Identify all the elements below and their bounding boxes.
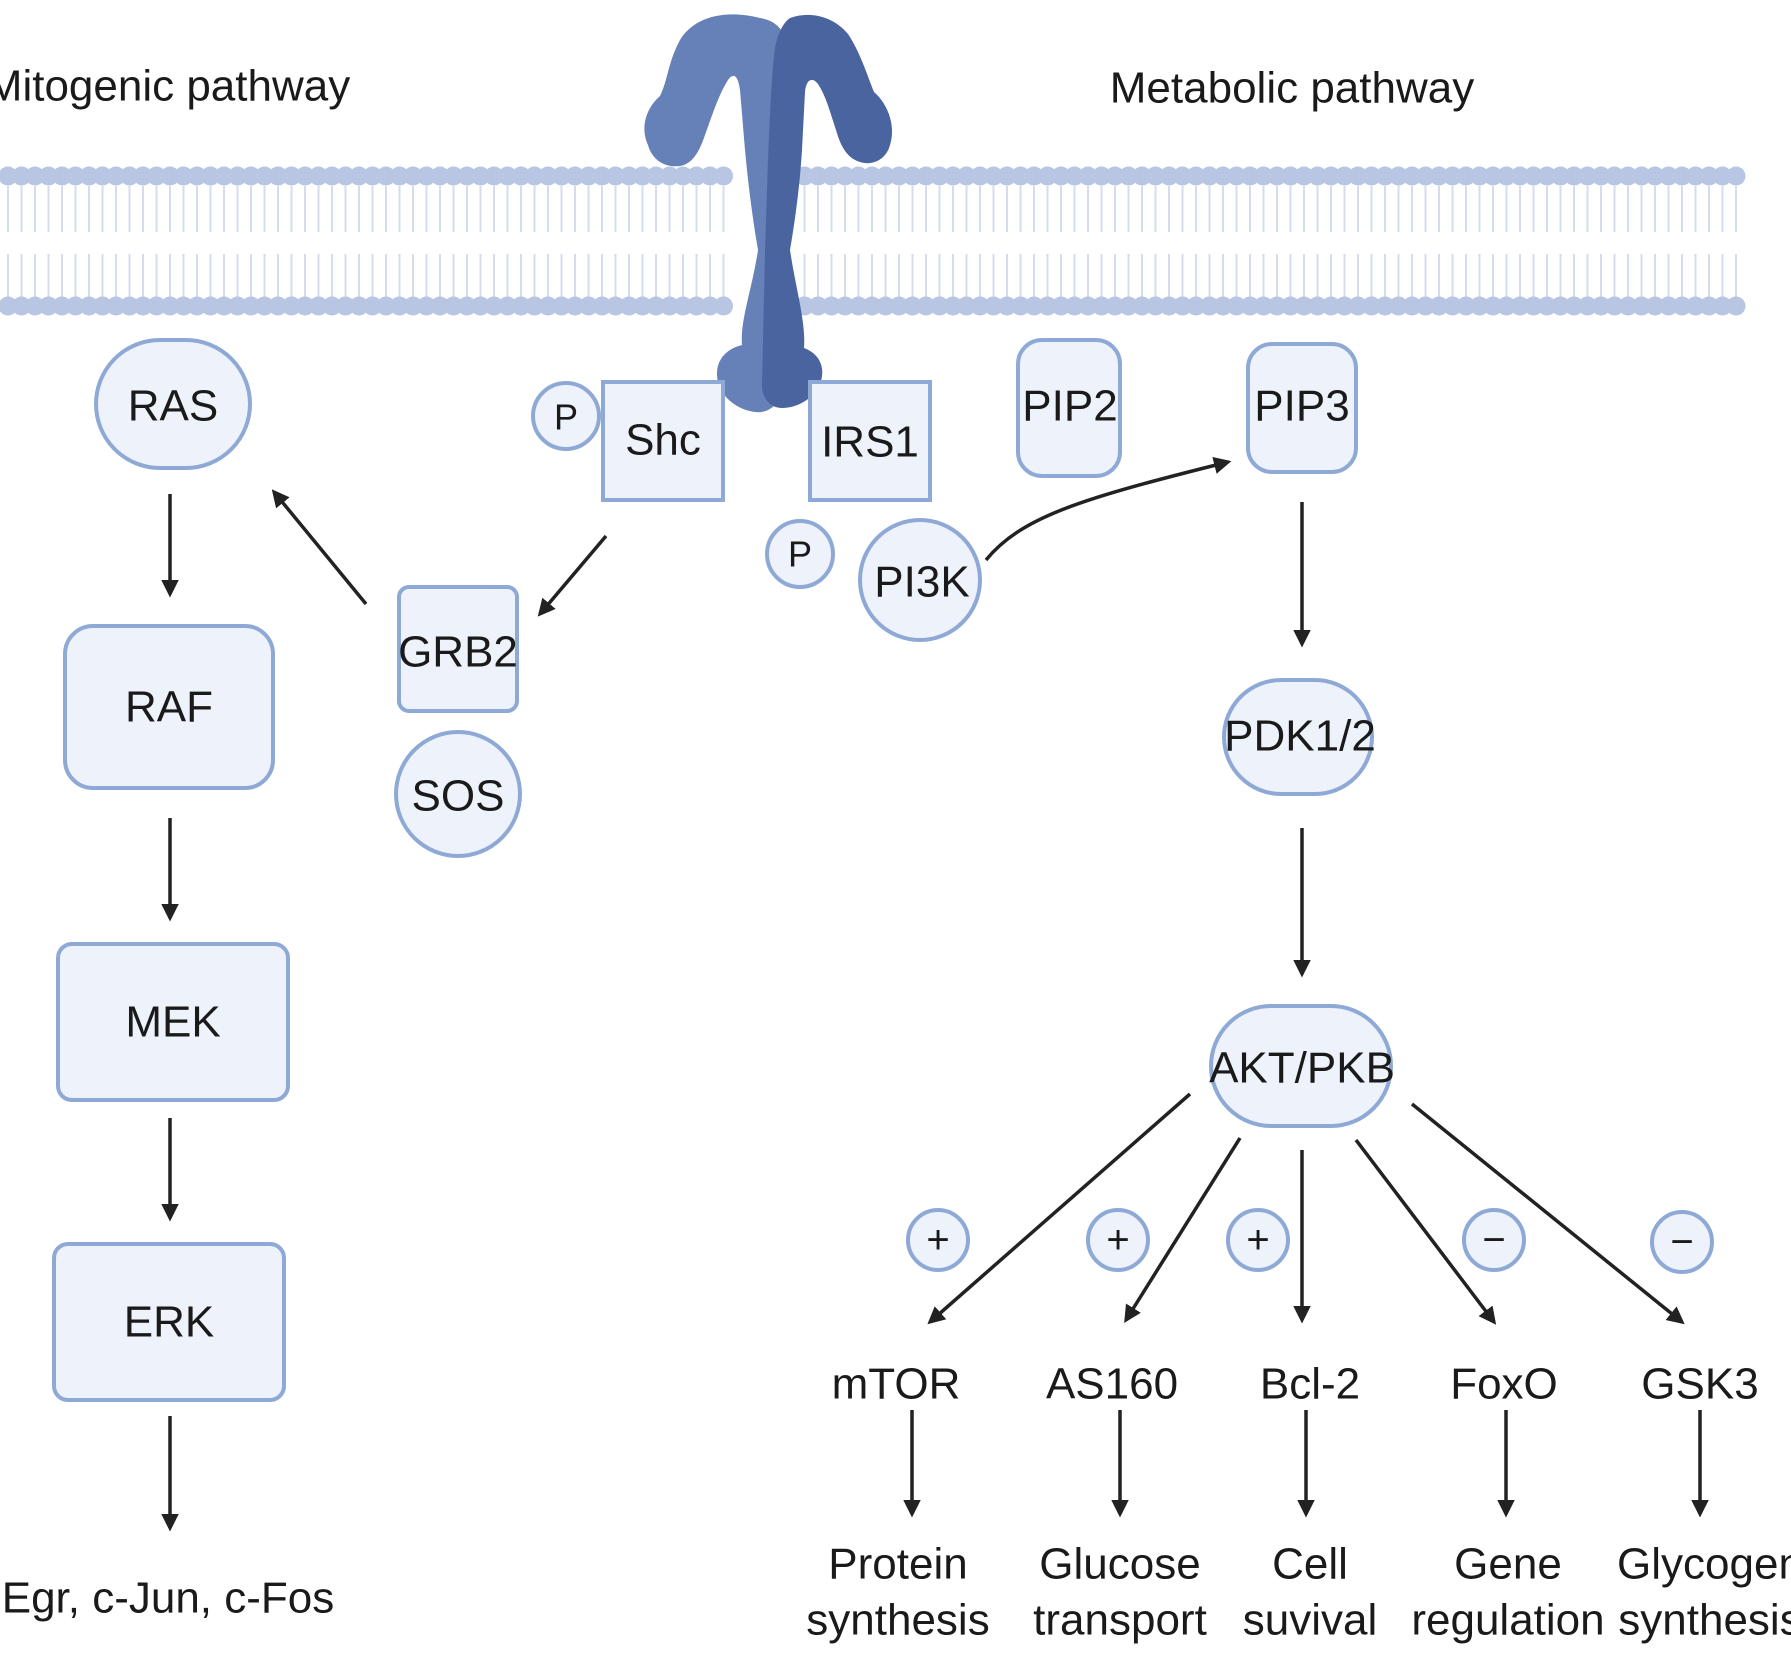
akt-label: AKT/PKB	[1209, 1044, 1395, 1093]
gsk3-effect-badge	[1650, 1210, 1714, 1274]
mtor-effect-sign: +	[926, 1218, 949, 1262]
arrow-shc-grb2	[537, 534, 608, 617]
arrow-akt-foxo	[1354, 1138, 1497, 1325]
mitogenic-output-label: Egr, c-Jun, c-Fos	[2, 1574, 335, 1623]
irs1-phosphate-label: P	[788, 534, 812, 575]
pi3k-label: PI3K	[874, 558, 969, 607]
pip3-label: PIP3	[1254, 382, 1349, 431]
shc-phosphate-label: P	[554, 397, 578, 438]
bcl-2-label: Bcl-2	[1260, 1360, 1360, 1409]
as160-outcome-line-2: transport	[1033, 1596, 1207, 1645]
mek-label: MEK	[125, 998, 220, 1047]
as160-effect-badge	[1086, 1208, 1150, 1272]
gsk3-label: GSK3	[1641, 1360, 1758, 1409]
as160-label: AS160	[1046, 1360, 1178, 1409]
bcl-2-outcome-line-2: suvival	[1243, 1596, 1378, 1645]
arrow-akt-mtor	[927, 1092, 1192, 1325]
gsk3-outcome-line-2: synthesis	[1618, 1596, 1791, 1645]
shc-node	[601, 380, 725, 502]
mtor-outcome-line-2: synthesis	[806, 1596, 989, 1645]
ras-node	[94, 338, 252, 470]
ras-label: RAS	[128, 382, 218, 431]
mek-node	[56, 942, 290, 1102]
arrow-akt-as160	[1124, 1137, 1242, 1323]
pi3k-node	[858, 518, 982, 642]
grb2-label: GRB2	[398, 628, 518, 677]
bcl-2-outcome-line-1: Cell	[1272, 1540, 1348, 1589]
pdk-label: PDK1/2	[1224, 712, 1376, 761]
lipid-tails	[7, 186, 1737, 300]
akt-node	[1209, 1004, 1393, 1128]
irs1-phosphate	[765, 519, 835, 589]
raf-label: RAF	[125, 683, 213, 732]
arrow-akt-gsk3	[1410, 1102, 1685, 1325]
sos-node	[394, 730, 522, 858]
erk-node	[52, 1242, 286, 1402]
irs1-label: IRS1	[821, 418, 919, 467]
pdk-node	[1222, 678, 1374, 796]
grb2-node	[397, 585, 519, 713]
bcl-2-effect-sign: +	[1246, 1218, 1269, 1262]
signaling-arrows	[161, 456, 1709, 1532]
cell-membrane	[0, 166, 1746, 318]
foxo-effect-badge	[1462, 1208, 1526, 1272]
mtor-effect-badge	[906, 1208, 970, 1272]
mtor-outcome-line-1: Protein	[828, 1540, 967, 1589]
gsk3-outcome-line-1: Glycogen	[1617, 1540, 1791, 1589]
sos-label: SOS	[412, 772, 505, 821]
as160-outcome-line-1: Glucose	[1039, 1540, 1200, 1589]
foxo-outcome-line-1: Gene	[1454, 1540, 1562, 1589]
pip3-node	[1246, 342, 1358, 474]
as160-effect-sign: +	[1106, 1218, 1129, 1262]
pip2-label: PIP2	[1022, 382, 1117, 431]
gsk3-effect-sign: −	[1670, 1220, 1693, 1264]
insulin-receptor-icon	[644, 14, 893, 413]
pip2-node	[1016, 338, 1122, 478]
foxo-effect-sign: −	[1482, 1218, 1505, 1262]
arrow-pi3k-pip3	[984, 456, 1232, 562]
shc-label: Shc	[625, 416, 701, 465]
mtor-label: mTOR	[832, 1360, 961, 1409]
raf-node	[63, 624, 275, 790]
foxo-label: FoxO	[1450, 1360, 1558, 1409]
metabolic-pathway-heading: Metabolic pathway	[1110, 64, 1474, 113]
erk-label: ERK	[124, 1298, 214, 1347]
arrow-grb2-ras	[271, 489, 368, 606]
foxo-outcome-line-2: regulation	[1411, 1596, 1604, 1645]
mitogenic-pathway-heading: Mitogenic pathway	[0, 62, 350, 111]
lipid-heads	[0, 166, 1746, 316]
bcl-2-effect-badge	[1226, 1208, 1290, 1272]
shc-phosphate	[531, 381, 601, 451]
irs1-node	[808, 380, 932, 502]
